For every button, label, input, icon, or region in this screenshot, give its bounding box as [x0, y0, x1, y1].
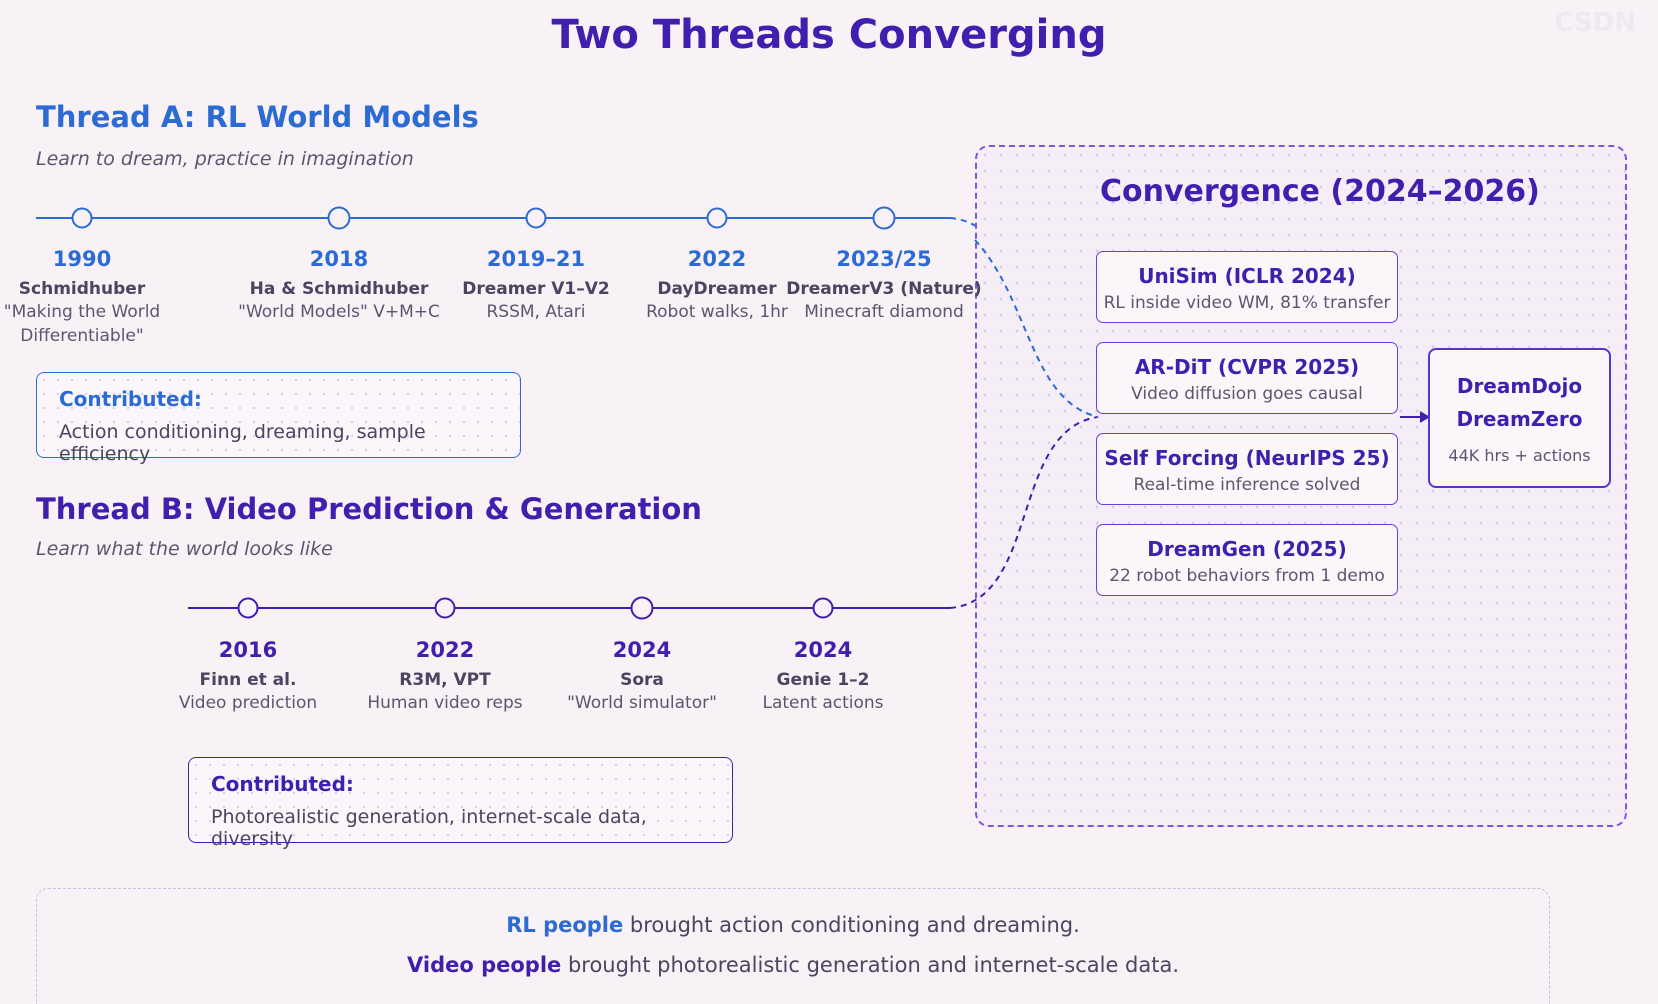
page-title: Two Threads Converging [551, 12, 1107, 58]
event-name: Ha & Schmidhuber [249, 279, 429, 299]
summary-rl-label: RL people [506, 913, 624, 937]
event-year: 2019–21 [486, 247, 586, 271]
thread-b-node-2022 [434, 597, 456, 619]
event-desc: Differentiable" [20, 326, 144, 346]
convergence-box-self-forcing: Self Forcing (NeurIPS 25) Real-time infe… [1096, 433, 1398, 505]
contributed-label: Contributed: [59, 387, 202, 411]
thread-b-event: 2024 Sora "World simulator" [532, 637, 752, 715]
event-name: Dreamer V1–V2 [462, 279, 610, 299]
convergence-box-ardit: AR-DiT (CVPR 2025) Video diffusion goes … [1096, 342, 1398, 414]
thread-b-contributed-box: Contributed: Photorealistic generation, … [188, 757, 733, 850]
event-year: 2023/25 [836, 247, 932, 271]
contributed-text: Photorealistic generation, internet-scal… [211, 806, 647, 850]
box-title: UniSim (ICLR 2024) [1138, 264, 1356, 288]
event-year: 2018 [309, 247, 369, 271]
thread-b-merge-curve [949, 416, 1099, 609]
event-year: 2016 [218, 638, 278, 662]
thread-a-subtitle: Learn to dream, practice in imagination [36, 148, 414, 170]
event-desc: Human video reps [367, 693, 523, 713]
thread-a-node-1990 [71, 207, 93, 229]
event-desc: Minecraft diamond [804, 302, 964, 322]
thread-b-event: 2024 Genie 1–2 Latent actions [713, 637, 933, 715]
box-desc: 22 robot behaviors from 1 demo [1109, 566, 1385, 586]
thread-b-subtitle: Learn what the world looks like [36, 538, 333, 560]
summary-video-label: Video people [406, 953, 562, 977]
thread-a-node-2018 [327, 206, 351, 230]
event-year: 2022 [687, 247, 747, 271]
result-name-dreamzero: DreamZero [1456, 407, 1583, 431]
box-title: AR-DiT (CVPR 2025) [1134, 355, 1360, 379]
thread-a-contributed-box: Contributed: Action conditioning, dreami… [36, 372, 521, 465]
event-desc: "World simulator" [567, 693, 717, 713]
event-year: 2024 [793, 638, 853, 662]
event-name: Sora [620, 670, 664, 690]
contributed-label: Contributed: [211, 772, 354, 796]
thread-a-event: 2023/25 DreamerV3 (Nature) Minecraft dia… [774, 246, 994, 324]
thread-b-title: Thread B: Video Prediction & Generation [36, 492, 702, 526]
event-year: 2024 [612, 638, 672, 662]
result-arrow-head [1420, 411, 1430, 423]
event-name: R3M, VPT [399, 670, 491, 690]
event-name: Finn et al. [199, 670, 297, 690]
box-desc: Video diffusion goes causal [1131, 384, 1363, 404]
contributed-text: Action conditioning, dreaming, sample ef… [59, 421, 426, 465]
result-box: DreamDojo DreamZero 44K hrs + actions [1428, 348, 1611, 488]
thread-a-node-2019 [525, 207, 547, 229]
thread-a-title: Thread A: RL World Models [36, 100, 479, 134]
event-desc: RSSM, Atari [486, 302, 586, 322]
thread-b-event: 2016 Finn et al. Video prediction [138, 637, 358, 715]
box-title: DreamGen (2025) [1147, 537, 1347, 561]
thread-a-node-2023 [872, 206, 896, 230]
thread-b-node-2016 [237, 597, 259, 619]
thread-a-event: 2018 Ha & Schmidhuber "World Models" V+M… [229, 246, 449, 324]
convergence-title: Convergence (2024–2026) [1100, 174, 1540, 209]
thread-b-event: 2022 R3M, VPT Human video reps [335, 637, 555, 715]
event-name: DayDreamer [657, 279, 777, 299]
event-year: 2022 [415, 638, 475, 662]
summary-line-rl: RL people brought action conditioning an… [37, 905, 1549, 945]
thread-a-event: 1990 Schmidhuber "Making the World Diffe… [0, 246, 192, 348]
convergence-box-dreamgen: DreamGen (2025) 22 robot behaviors from … [1096, 524, 1398, 596]
thread-a-event: 2019–21 Dreamer V1–V2 RSSM, Atari [426, 246, 646, 324]
event-name: Genie 1–2 [776, 670, 870, 690]
event-desc: "World Models" V+M+C [238, 302, 440, 322]
event-name: Schmidhuber [18, 279, 146, 299]
box-desc: Real-time inference solved [1133, 475, 1361, 495]
summary-video-text: brought photorealistic generation and in… [561, 953, 1180, 977]
thread-a-event: 2022 DayDreamer Robot walks, 1hr [607, 246, 827, 324]
thread-b-node-2024-sora [630, 596, 654, 620]
thread-a-node-2022 [706, 207, 728, 229]
watermark: CSDN [1554, 8, 1636, 38]
convergence-box-unisim: UniSim (ICLR 2024) RL inside video WM, 8… [1096, 251, 1398, 323]
event-desc: "Making the World [3, 302, 161, 322]
thread-b-node-2024-genie [812, 597, 834, 619]
event-year: 1990 [52, 247, 112, 271]
result-desc: 44K hrs + actions [1448, 446, 1591, 465]
summary-box: RL people brought action conditioning an… [36, 888, 1550, 1004]
box-title: Self Forcing (NeurIPS 25) [1104, 446, 1390, 470]
event-desc: Latent actions [762, 693, 884, 713]
summary-rl-text: brought action conditioning and dreaming… [623, 913, 1080, 937]
summary-line-video: Video people brought photorealistic gene… [37, 945, 1549, 985]
event-name: DreamerV3 (Nature) [786, 279, 982, 299]
event-desc: Video prediction [178, 693, 318, 713]
box-desc: RL inside video WM, 81% transfer [1103, 293, 1391, 313]
event-desc: Robot walks, 1hr [646, 302, 788, 322]
result-name-dreamdojo: DreamDojo [1456, 374, 1583, 398]
